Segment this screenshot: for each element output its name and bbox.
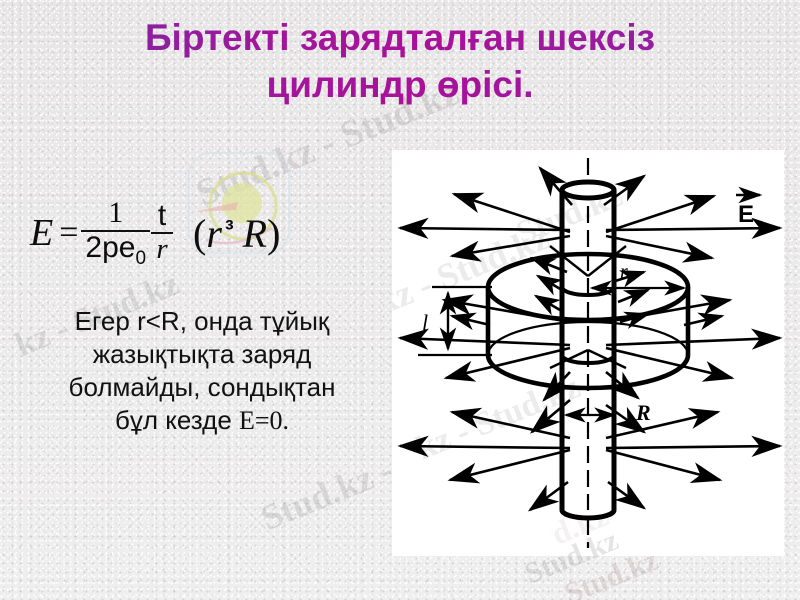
dimension-length: l — [418, 285, 492, 357]
equation-fraction-two: t r — [151, 199, 174, 265]
cylinder-field-diagram: kz - Stud.kz kz - Stud.kz Stud.kz d.kz — [392, 158, 783, 551]
condition-close-paren: ) — [267, 210, 281, 256]
explanation-paragraph: Егер r<R, онда тұйық жазықтықта заряд бо… — [22, 305, 382, 437]
fraction-two-bar — [151, 232, 174, 234]
denominator-main: 2pe — [85, 230, 136, 264]
explanation-line-2: жазықтықта заряд — [92, 339, 312, 369]
fraction-two-numerator: t — [157, 199, 167, 233]
explanation-line-4-prefix: бұл кезде — [114, 405, 239, 435]
fraction-two-denominator: r — [156, 233, 168, 265]
gaussian-surface — [485, 245, 691, 391]
denominator-subscript: 0 — [135, 247, 147, 269]
slide-title: Біртекті зарядталған шексіз цилиндр өріс… — [60, 14, 740, 108]
dimension-gauss-radius: r — [589, 261, 687, 296]
label-gauss-radius: r — [620, 261, 628, 283]
condition-open-paren: ( — [193, 210, 207, 256]
fraction-one-bar — [81, 229, 151, 232]
field-lines-top — [397, 166, 783, 263]
condition-variable-r: r — [206, 210, 222, 256]
figure-panel: kz - Stud.kz kz - Stud.kz Stud.kz d.kz — [392, 150, 784, 556]
fraction-one-numerator: 1 — [108, 196, 124, 230]
equation-fraction-one: 1 2pe0 — [81, 196, 151, 269]
label-length: l — [422, 310, 428, 335]
explanation-line-4: бұл кезде E=0. — [22, 404, 382, 437]
equation-lhs: E — [30, 212, 54, 254]
explanation-line-1: Егер r<R, онда тұйық — [74, 306, 330, 336]
label-cylinder-radius: R — [635, 400, 651, 425]
field-vector-caption: E — [736, 186, 763, 228]
fraction-one-denominator: 2pe0 — [81, 232, 150, 269]
svg-text:d.kz: d.kz — [546, 496, 613, 551]
title-line-1: Біртекті зарядталған шексіз — [144, 17, 656, 58]
explanation-line-4-math: E=0. — [239, 406, 290, 435]
label-field-vector: E — [738, 201, 754, 228]
condition-relation-sign: ³ — [224, 213, 234, 244]
title-line-2: цилиндр өрісі. — [266, 64, 534, 105]
field-lines-bottom — [397, 370, 783, 512]
equation-equals-sign: = — [59, 214, 79, 251]
condition-variable-R: R — [242, 210, 268, 256]
explanation-line-3: болмайды, сондықтан — [68, 372, 336, 402]
dimension-cylinder-radius: R — [563, 400, 651, 425]
field-lines-middle — [397, 256, 783, 382]
